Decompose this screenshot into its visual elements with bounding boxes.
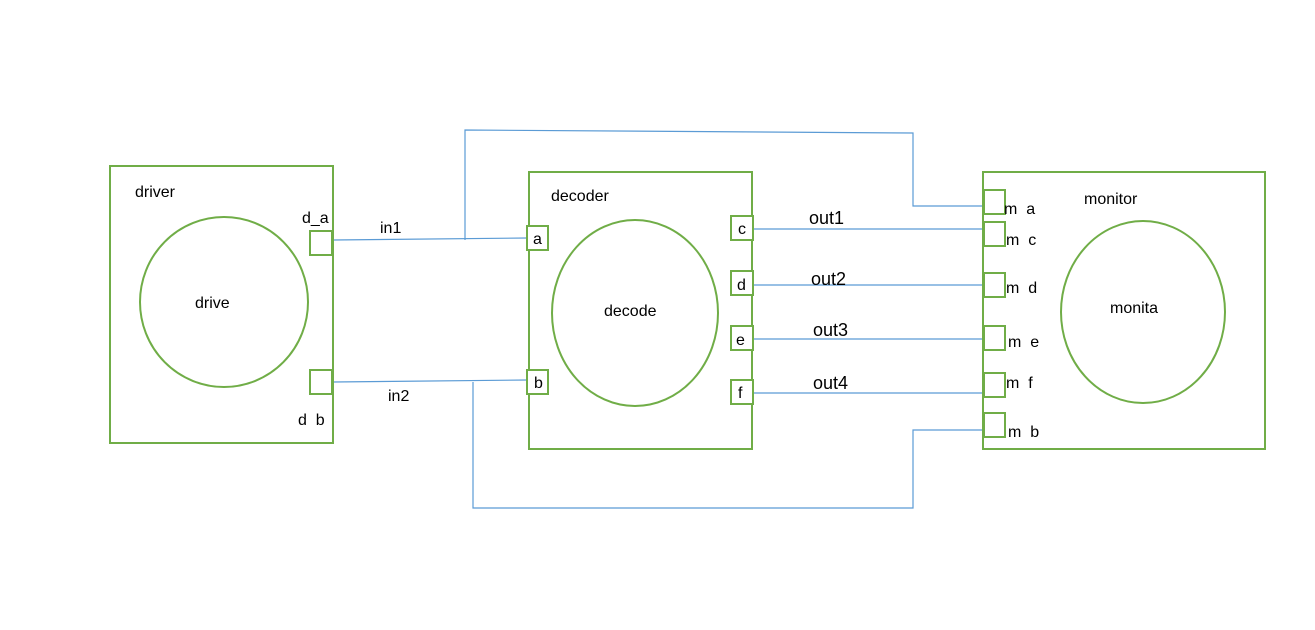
wire-in1-label: in1 (380, 220, 401, 237)
decoder-frame (528, 171, 753, 450)
decoder-port-b-label: b (534, 375, 543, 392)
monitor-frame (982, 171, 1266, 450)
monitor-port-a-label: m a (1004, 201, 1035, 218)
driver-title: driver (135, 184, 176, 201)
monitor-port-e (983, 325, 1006, 351)
monitor-port-d-label: m d (1006, 280, 1037, 297)
driver-block (109, 165, 334, 444)
driver-port-a-label: d_a (302, 210, 329, 227)
monitor-port-a (983, 189, 1006, 215)
driver-port-b (309, 369, 333, 395)
wires (332, 129, 984, 509)
decoder-port-d-label: d (737, 277, 746, 294)
monitor-core (1060, 220, 1226, 404)
driver-core-label: drive (195, 295, 230, 312)
wire-in1-branch (464, 129, 984, 240)
decoder-port-a-label: a (533, 231, 542, 248)
decoder-title: decoder (551, 188, 609, 205)
decoder-port-e-label: e (736, 332, 745, 349)
driver-port-b-label: d b (298, 412, 325, 429)
wire-out3-label: out3 (813, 320, 848, 340)
decoder-port-c-label: c (738, 221, 746, 238)
decoder-core (551, 219, 719, 407)
driver-core (139, 216, 309, 388)
decoder-port-a (526, 225, 549, 251)
monitor-port-d (983, 272, 1006, 298)
decoder-port-e (730, 325, 754, 351)
monitor-port-b-label: m b (1008, 424, 1039, 441)
decoder-port-b (526, 369, 549, 395)
decoder-port-f-label: f (738, 385, 743, 402)
decoder-block (526, 171, 754, 450)
wire-in2 (332, 379, 528, 383)
driver-port-a (309, 230, 333, 256)
wire-in2-branch (472, 382, 984, 509)
driver-frame (109, 165, 334, 444)
wire-out4-label: out4 (813, 373, 848, 393)
monitor-title: monitor (1084, 191, 1138, 208)
wire-in2-label: in2 (388, 388, 409, 405)
decoder-port-c (730, 215, 754, 241)
monitor-port-f-label: m f (1006, 375, 1033, 392)
wire-out1-label: out1 (809, 208, 844, 228)
wire-out2-label: out2 (811, 269, 846, 289)
monitor-port-c (983, 221, 1006, 247)
monitor-port-b (983, 412, 1006, 438)
decoder-port-d (730, 270, 754, 296)
wire-in1 (332, 237, 528, 241)
decoder-port-f (730, 379, 754, 405)
monitor-port-e-label: m e (1008, 334, 1039, 351)
monitor-port-c-label: m c (1006, 232, 1036, 249)
monitor-block (982, 171, 1266, 450)
monitor-port-f (983, 372, 1006, 398)
monitor-core-label: monita (1110, 300, 1158, 317)
decoder-core-label: decode (604, 303, 657, 320)
